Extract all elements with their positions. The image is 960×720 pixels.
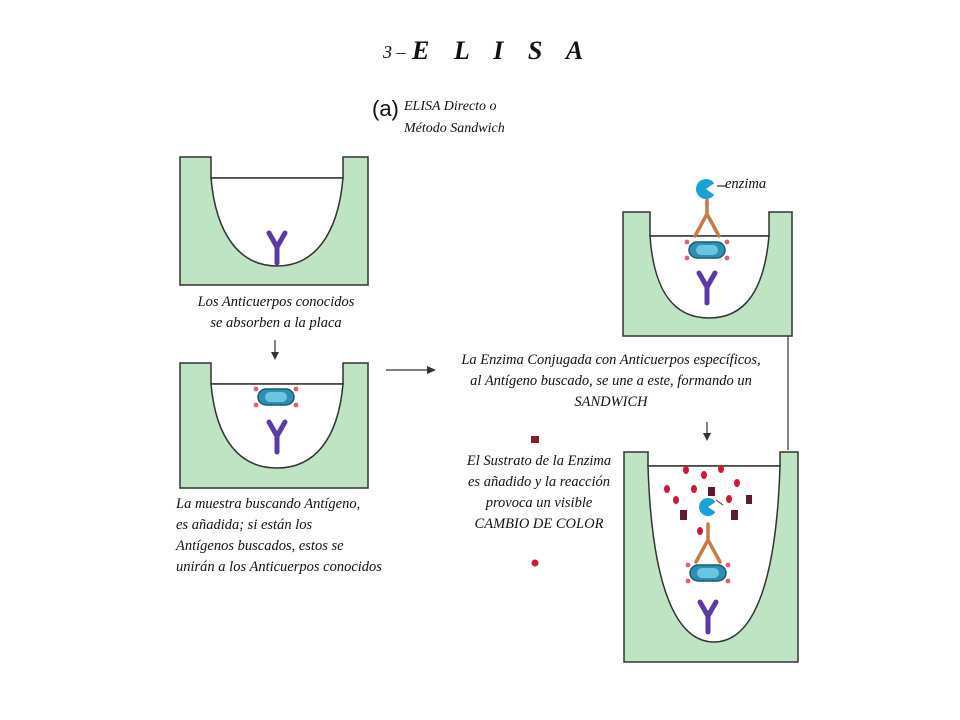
enzyme-label: enzima [725,176,767,192]
panel-letter: (a) [372,96,399,121]
caption-line: La Enzima Conjugada con Anticuerpos espe… [461,352,761,368]
caption-line: es añadido y la reacción [467,474,610,490]
well-1 [179,156,369,286]
caption-line: al Antígeno buscado, se une a este, form… [470,373,752,389]
caption-step-3: La Enzima Conjugada con Anticuerpos espe… [436,350,786,413]
caption-line: El Sustrato de la Enzima [466,453,612,469]
conjugate-antibody-icon [694,522,722,564]
caption-step-4: El Sustrato de la Enzima es añadido y la… [446,451,632,535]
well-3 [622,179,793,337]
caption-line: La muestra buscando Antígeno, [176,496,361,512]
caption-line: SANDWICH [574,394,648,410]
caption-line: unirán a los Anticuerpos conocidos [176,559,382,575]
caption-step-2: La muestra buscando Antígeno, es añadida… [176,494,426,578]
substrate-molecules [664,465,740,535]
subtitle: ELISA Directo o Método Sandwich [404,96,505,140]
caption-line: Antígenos buscados, estos se [176,538,344,554]
subtitle-line-1: ELISA Directo o [404,99,497,114]
well-2 [179,362,369,489]
subtitle-line-2: Método Sandwich [404,121,505,136]
caption-line: es añadida; si están los [176,517,313,533]
step-marker [531,559,539,567]
title: E L I S A [412,36,593,65]
caption-line: CAMBIO DE COLOR [474,516,604,532]
caption-line: provoca un visible [485,495,593,511]
enzyme-icon [699,498,717,516]
right-connector [703,336,789,450]
well-4 [623,451,799,663]
arrow-down-1 [271,340,279,360]
step-marker [531,436,539,443]
arrow-right [386,366,436,374]
product-molecules [680,487,752,520]
caption-line: Los Anticuerpos conocidos [197,294,355,310]
title-number: 3 – [383,42,406,62]
conjugate-antibody-icon [693,198,721,238]
caption-line: se absorben a la placa [210,315,342,331]
enzyme-icon [696,179,716,199]
caption-step-1: Los Anticuerpos conocidos se absorben a … [176,292,376,334]
